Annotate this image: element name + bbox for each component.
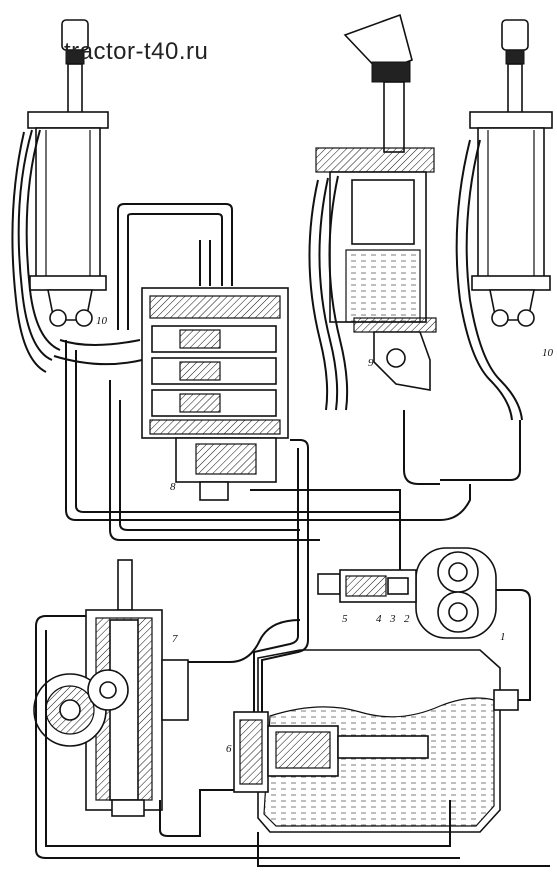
center-cylinder [315, 13, 437, 391]
hydraulic-lines [11, 129, 550, 867]
label-5: 5 [342, 613, 348, 625]
label-10-left: 10 [96, 315, 108, 327]
label-4: 4 [376, 613, 382, 625]
label-3: 3 [389, 613, 396, 625]
label-7: 7 [172, 633, 178, 645]
label-2: 2 [404, 613, 410, 625]
label-8: 8 [170, 481, 176, 493]
distributor [141, 287, 289, 501]
watermark-text: tractor-t40.ru [64, 38, 209, 65]
left-cylinder [27, 19, 109, 327]
label-6: 6 [226, 743, 232, 755]
gear-pump [415, 547, 497, 639]
filter-valve [317, 569, 417, 603]
oil-tank [233, 649, 519, 833]
right-cylinder [469, 19, 553, 327]
pump-drive [33, 559, 189, 817]
label-1: 1 [500, 631, 506, 643]
label-10-right: 10 [542, 347, 554, 359]
label-9: 9 [368, 357, 374, 369]
